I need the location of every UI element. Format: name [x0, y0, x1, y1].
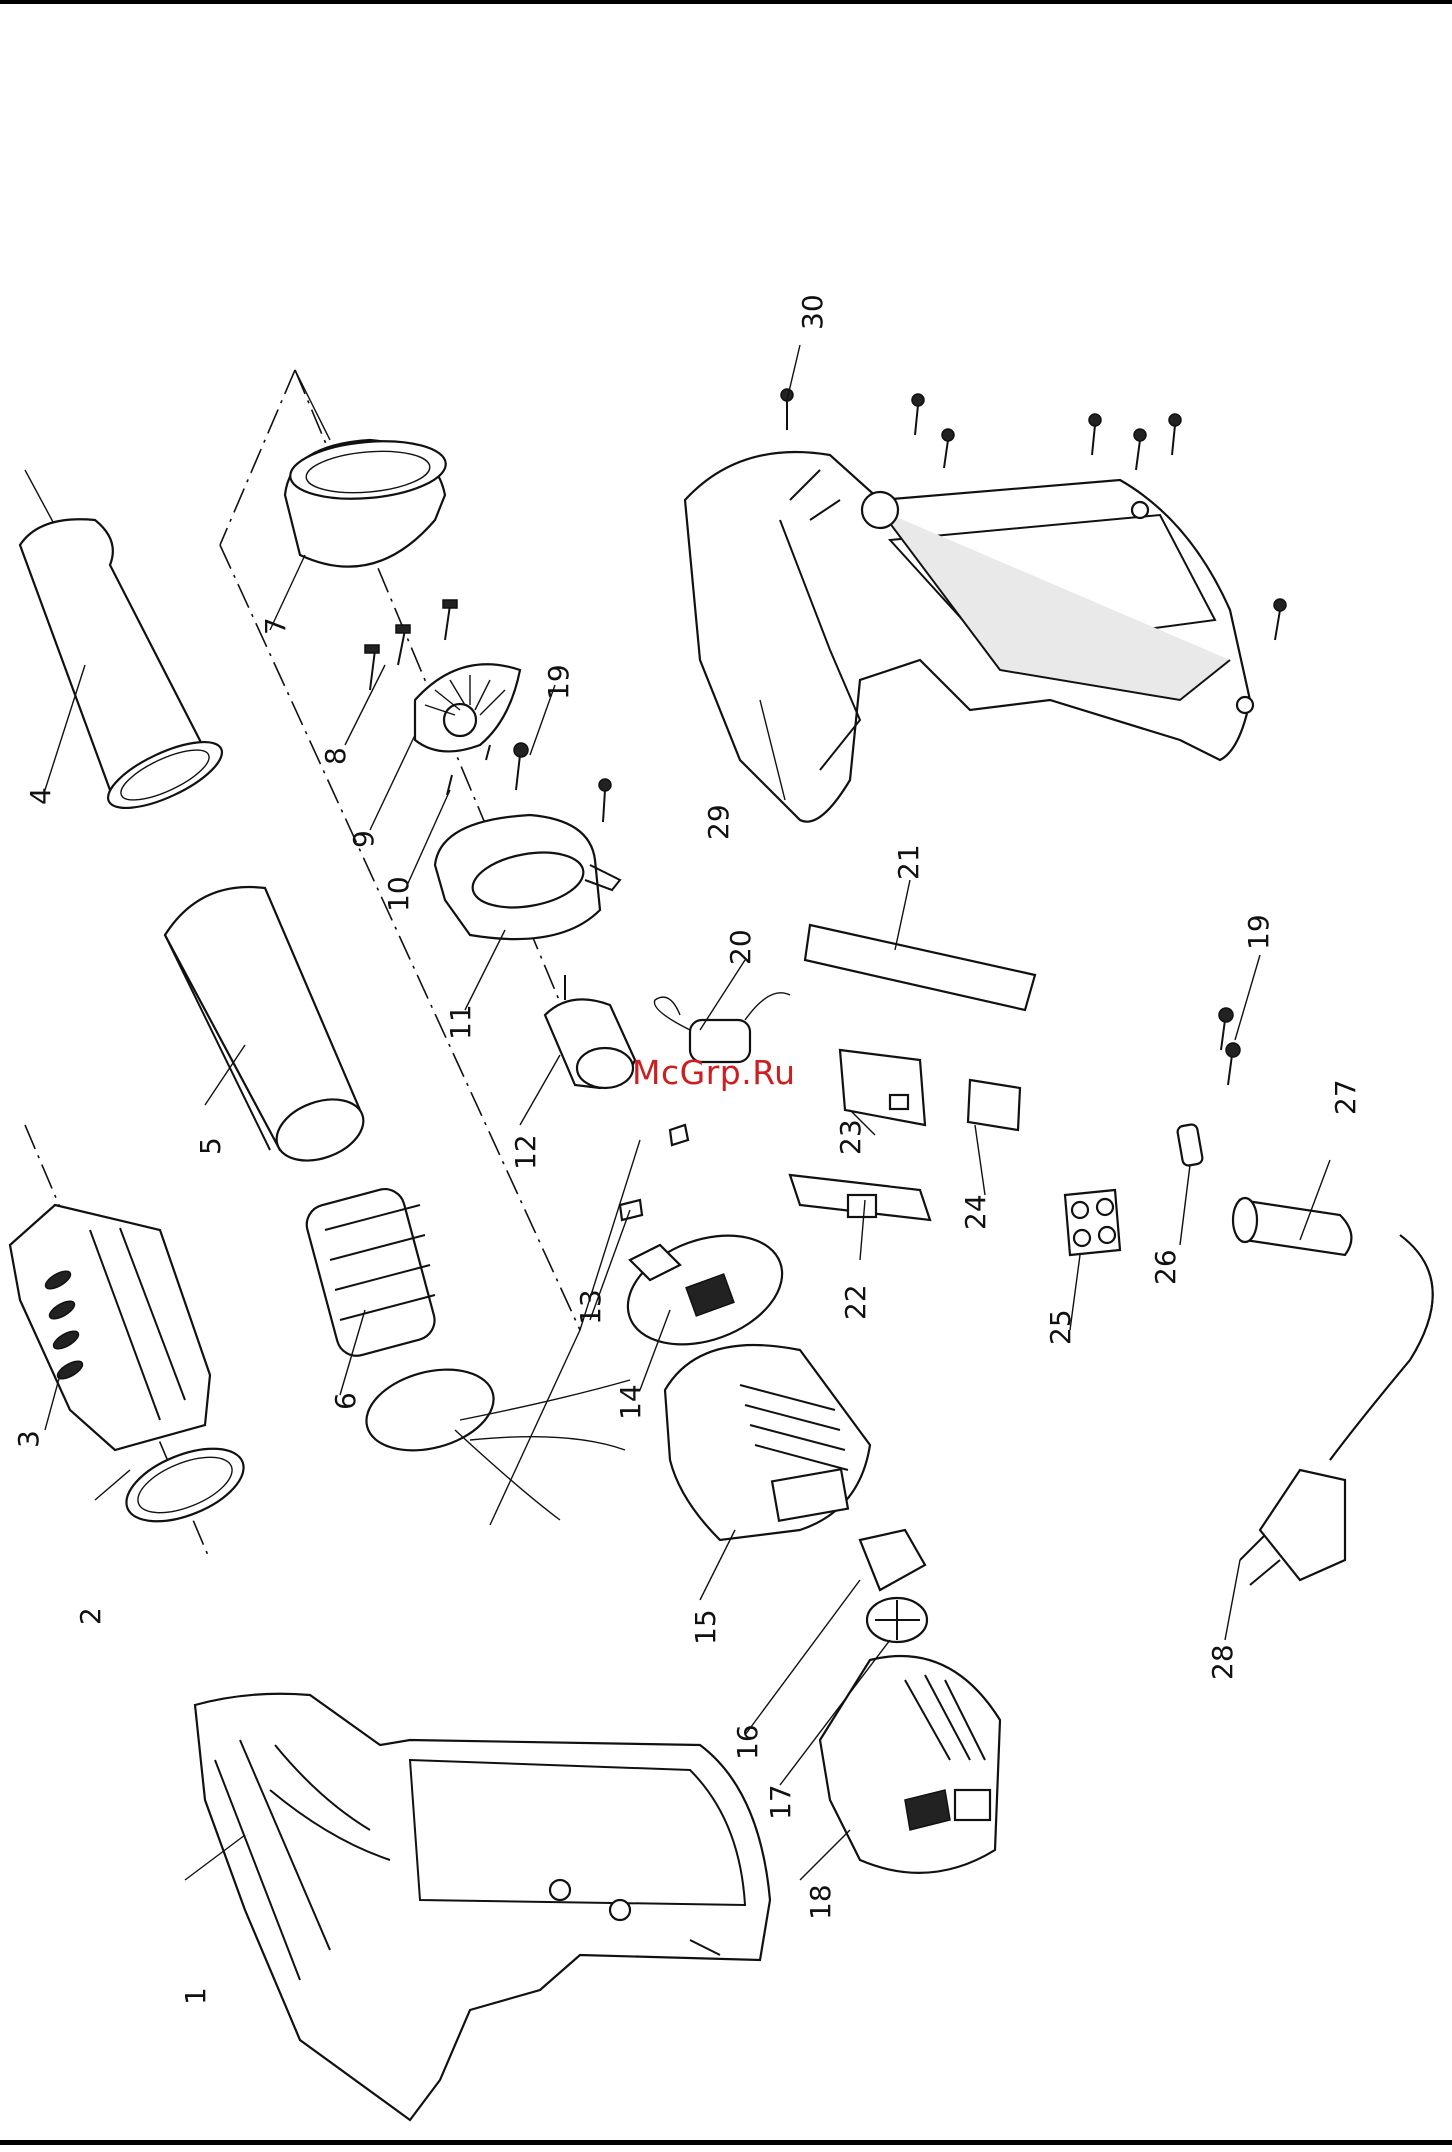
- part-29-housing-right: [685, 452, 1253, 822]
- part-14-circuit-disc: [613, 1216, 798, 1365]
- part-12-motor: [545, 975, 635, 1088]
- label-29: 29: [702, 804, 735, 840]
- label-2: 2: [74, 1607, 107, 1625]
- part-6-heating-element: [302, 1185, 630, 1520]
- part-27-cable-sleeve: [1233, 1198, 1351, 1255]
- part-5-sheet-tube: [165, 887, 372, 1172]
- part-9-fan: [415, 664, 520, 751]
- label-6: 6: [329, 1392, 362, 1410]
- label-5: 5: [194, 1137, 227, 1155]
- label-4: 4: [24, 787, 57, 805]
- label-1: 1: [179, 1987, 212, 2005]
- label-10: 10: [382, 876, 415, 912]
- label-9: 9: [347, 830, 380, 848]
- part-17-knob: [867, 1598, 927, 1642]
- part-15-rear-housing: [665, 1345, 870, 1540]
- part-28-power-cord: [1240, 1235, 1433, 1585]
- label-8: 8: [319, 747, 352, 765]
- part-24-block: [968, 1080, 1020, 1130]
- label-20: 20: [724, 929, 757, 965]
- bottom-rule: [0, 2140, 1452, 2145]
- part-26-cable-clamp: [1177, 1124, 1204, 1167]
- label-23: 23: [834, 1119, 867, 1155]
- label-19-upper: 19: [542, 664, 575, 700]
- label-14: 14: [614, 1384, 647, 1420]
- label-15: 15: [689, 1609, 722, 1645]
- label-28: 28: [1206, 1644, 1239, 1680]
- part-11-motor-mount: [435, 815, 620, 939]
- label-26: 26: [1149, 1249, 1182, 1285]
- label-7: 7: [259, 617, 292, 635]
- part-25-terminal-block: [1065, 1190, 1120, 1255]
- part-18-rear-cap: [820, 1656, 1000, 1873]
- label-30: 30: [796, 294, 829, 330]
- part-4-nozzle-tube: [20, 519, 230, 821]
- label-3: 3: [12, 1430, 45, 1448]
- label-22: 22: [839, 1284, 872, 1320]
- label-18: 18: [804, 1884, 837, 1920]
- label-13: 13: [574, 1289, 607, 1325]
- part-7-fan-housing: [285, 435, 448, 566]
- label-25: 25: [1044, 1309, 1077, 1345]
- part-21-panel: [805, 925, 1035, 1010]
- label-11: 11: [444, 1004, 477, 1040]
- part-23-block: [840, 1050, 925, 1125]
- label-27: 27: [1329, 1079, 1362, 1115]
- part-1-housing-left: [195, 1694, 770, 2120]
- part-22-bracket: [790, 1175, 930, 1220]
- label-12: 12: [509, 1134, 542, 1170]
- label-21: 21: [892, 844, 925, 880]
- part-20-switch: [654, 993, 790, 1062]
- label-16: 16: [731, 1724, 764, 1760]
- part-10-pin: [447, 745, 490, 795]
- label-24: 24: [959, 1194, 992, 1230]
- part-16-plate: [860, 1530, 925, 1590]
- watermark-text: McGrp.Ru: [632, 1053, 796, 1092]
- label-19-lower: 19: [1242, 914, 1275, 950]
- label-17: 17: [764, 1784, 797, 1820]
- part-2-ring: [116, 1434, 253, 1536]
- part-3-front-cover: [10, 1205, 210, 1450]
